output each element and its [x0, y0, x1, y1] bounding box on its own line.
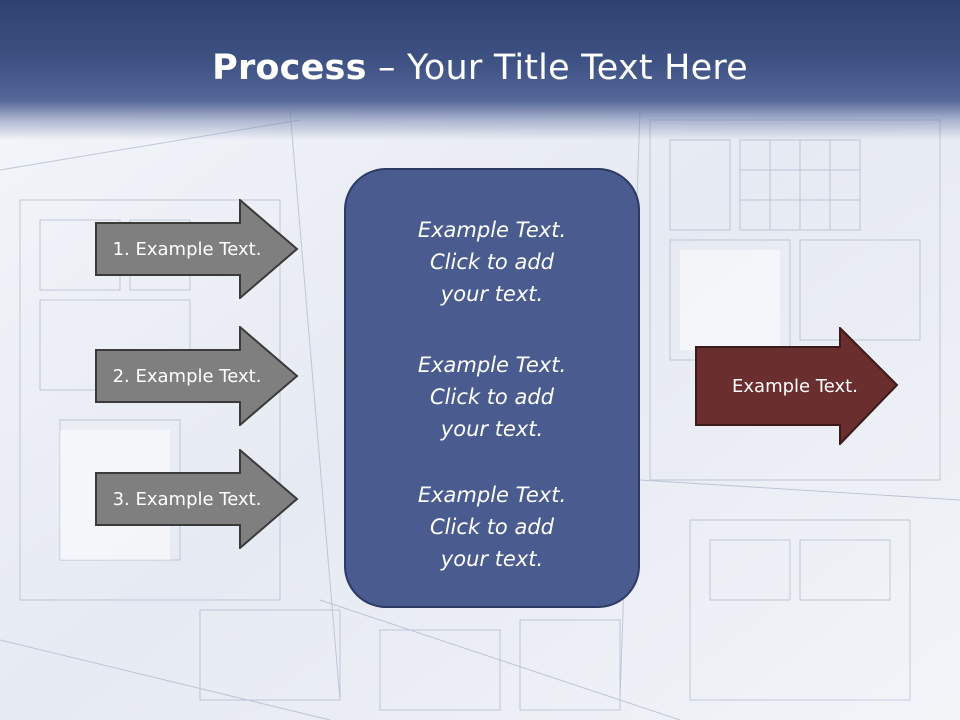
process-text-line: Example Text.: [417, 483, 567, 507]
slide-title-rest: – Your Title Text Here: [366, 48, 748, 88]
slide-title[interactable]: Process – Your Title Text Here: [0, 48, 960, 88]
output-arrow-label: Example Text.: [732, 375, 858, 397]
process-text-line: Example Text.: [417, 218, 567, 242]
arrow-shape: [95, 449, 299, 549]
output-arrow[interactable]: Example Text.: [695, 327, 899, 445]
input-arrow-label: 2. Example Text.: [112, 365, 262, 387]
arrow-shape: [95, 199, 299, 299]
input-arrow-label: 1. Example Text.: [112, 238, 262, 260]
process-text-line: Click to add: [429, 385, 554, 409]
process-text-block-2[interactable]: Example Text. Click to add your text.: [346, 349, 638, 445]
process-box[interactable]: Example Text. Click to add your text. Ex…: [344, 168, 640, 608]
process-text-block-1[interactable]: Example Text. Click to add your text.: [346, 214, 638, 310]
arrow-shape: [95, 326, 299, 426]
arrow-shape: [695, 327, 899, 445]
process-text-line: your text.: [440, 547, 544, 571]
process-text-line: Click to add: [429, 515, 554, 539]
process-text-block-3[interactable]: Example Text. Click to add your text.: [346, 479, 638, 575]
input-arrow-label: 3. Example Text.: [112, 488, 262, 510]
process-text-line: Example Text.: [417, 353, 567, 377]
input-arrow-1[interactable]: 1. Example Text.: [95, 199, 299, 299]
input-arrow-2[interactable]: 2. Example Text.: [95, 326, 299, 426]
process-text-line: Click to add: [429, 250, 554, 274]
process-text-line: your text.: [440, 282, 544, 306]
process-text-line: your text.: [440, 417, 544, 441]
slide-title-strong: Process: [212, 48, 367, 88]
input-arrow-3[interactable]: 3. Example Text.: [95, 449, 299, 549]
header-band: [0, 0, 960, 140]
